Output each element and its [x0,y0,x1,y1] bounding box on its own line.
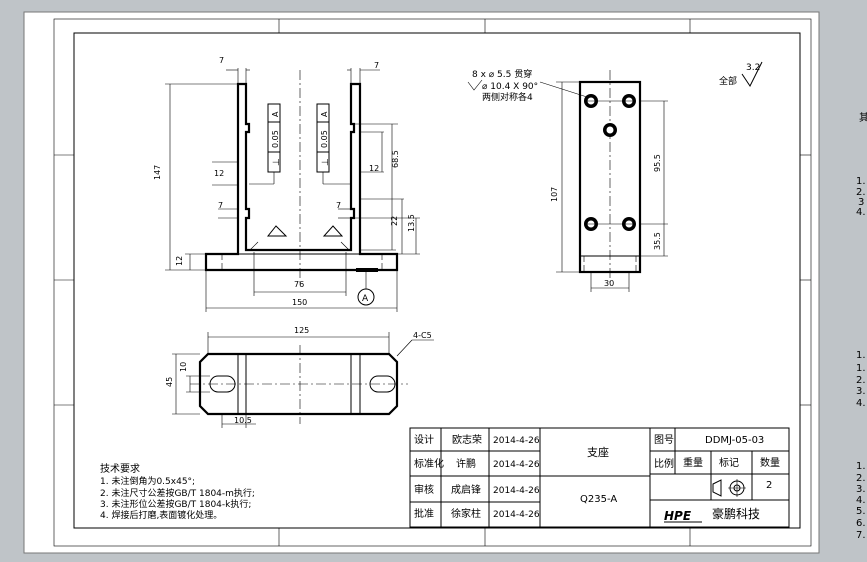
dim-width-76: 76 [294,280,304,289]
tolerance-symbol: ⊥ [272,158,282,166]
dim-side-107: 107 [550,187,559,202]
right-margin-top-char: 其 [859,112,867,124]
tolerance-frame-left: A 0.05 ⊥ [249,103,282,185]
dim-top-left-7: 7 [219,56,224,65]
dim-side-30: 30 [604,279,614,288]
technical-requirements: 技术要求 1. 未注倒角为0.5x45°; 2. 未注尺寸公差按GB/T 180… [100,462,255,521]
dim-bottom-10: 10 [179,362,188,372]
role-review: 审核 [414,483,434,496]
name-approve: 徐家柱 [451,507,481,520]
material: Q235-A [580,494,617,505]
right-margin-item: 2. [856,473,866,484]
hole-note-line1: 8 x ⌀ 5.5 贯穿 [472,68,532,80]
dim-bottom-12: 12 [175,256,184,266]
tech-req-item: 4. 焊接后打磨,表面镀化处理。 [100,509,222,521]
tolerance-datum: A [271,111,280,117]
qty-label: 数量 [760,456,780,469]
dim-right-7: 7 [336,201,341,210]
weld-symbol-left [266,225,288,237]
weld-symbol-right [322,225,344,237]
dim-right-13-5: 13.5 [407,214,416,232]
role-approve: 批准 [414,507,434,520]
weld-mark [356,268,378,272]
datum-a-label: A [362,294,369,304]
tolerance-value: 0.05 [320,130,329,148]
title-block: 设计 标准化 审核 批准 欧志荣 许鹏 成启锋 徐家柱 2014-4-26 20… [409,427,790,528]
qty-value: 2 [766,480,772,491]
dim-top-right-7: 7 [374,61,379,70]
drawing-no-label: 图号 [654,434,674,446]
dim-height-147: 147 [153,165,162,180]
roughness-value: 3.2 [746,63,760,73]
right-margin-item: 4. [856,207,866,218]
hole-note-line3: 两侧对称各4 [482,91,533,103]
dim-right-68-5: 68.5 [391,150,400,168]
tolerance-frame-right: A 0.05 ⊥ [316,103,351,185]
dim-right-12: 12 [369,164,379,173]
tolerance-datum: A [320,111,329,117]
tech-req-item: 3. 未注形位公差按GB/T 1804-k执行; [100,498,251,510]
right-margin-notes: 其 1. 2. 3 4. 1. 1. 2. 3. 4. 1. 2. 3. 4. … [856,112,867,541]
roughness-prefix: 全部 [719,75,737,87]
dim-side-35-5: 35.5 [653,232,662,250]
tech-req-item: 1. 未注倒角为0.5x45°; [100,475,195,487]
dim-width-150: 150 [292,298,307,307]
zone-ticks [54,19,811,546]
dim-side-95-5: 95.5 [653,154,662,172]
right-margin-item: 2. [856,187,866,198]
role-design: 设计 [414,433,434,446]
chamfer-note: 4-C5 [413,331,432,340]
tolerance-symbol: ⊥ [321,158,331,166]
dim-bottom-10-5: 10.5 [234,416,252,425]
dim-right-22: 22 [390,216,399,226]
right-margin-item: 1. [856,363,866,374]
tech-req-title: 技术要求 [100,462,140,475]
right-margin-item: 2. [856,375,866,386]
datum-a-circle [357,288,375,306]
right-margin-item: 4. [856,495,866,506]
weight-label: 重量 [683,456,703,469]
inner-frame [73,32,801,529]
right-margin-item: 3. [856,484,866,495]
role-standardization: 标准化 [414,457,444,470]
right-margin-item: 7. [856,530,866,541]
right-margin-item: 1. [856,350,866,361]
part-name: 支座 [587,445,609,459]
date-design: 2014-4-26 [493,436,540,446]
tech-req-item: 2. 未注尺寸公差按GB/T 1804-m执行; [100,487,255,499]
right-margin-item: 1. [856,461,866,472]
name-design: 欧志荣 [452,433,482,446]
dim-left-12: 12 [214,169,224,178]
drawing-sheet [23,11,820,554]
right-margin-item: 1. [856,176,866,187]
dim-bottom-45: 45 [165,377,174,387]
dim-bottom-125: 125 [294,326,309,335]
company-name: 豪鹏科技 [712,506,760,521]
mark-label: 标记 [719,457,739,469]
tolerance-value: 0.05 [271,130,280,148]
bottom-view-outline [198,352,399,416]
front-view: 7 7 147 12 7 12 76 150 12 [153,56,420,312]
outer-border [53,18,812,547]
date-review: 2014-4-26 [493,486,540,496]
name-standardization: 许鹏 [456,457,476,470]
right-margin-item: 3 [858,197,864,208]
roughness-symbol [741,61,763,87]
scale-label: 比例 [654,457,674,470]
company-logo: HPE [664,509,692,523]
date-standardization: 2014-4-26 [493,460,540,470]
hole-note-line2: ⌀ 10.4 X 90° [482,82,538,92]
drawing-no: DDMJ-05-03 [705,435,764,446]
right-margin-item: 6. [856,518,866,529]
right-margin-item: 4. [856,398,866,409]
name-review: 成启锋 [451,483,481,496]
bottom-view: 125 45 10 10.5 4-C5 [165,326,434,428]
date-approve: 2014-4-26 [493,510,540,520]
dim-left-7: 7 [218,201,223,210]
side-view: 8 x ⌀ 5.5 贯穿 ⌀ 10.4 X 90° 两侧对称各4 全部 3.2 … [467,61,763,292]
right-margin-item: 5. [856,506,866,517]
right-margin-item: 3. [856,386,866,397]
projection-symbol-icon [712,479,746,497]
